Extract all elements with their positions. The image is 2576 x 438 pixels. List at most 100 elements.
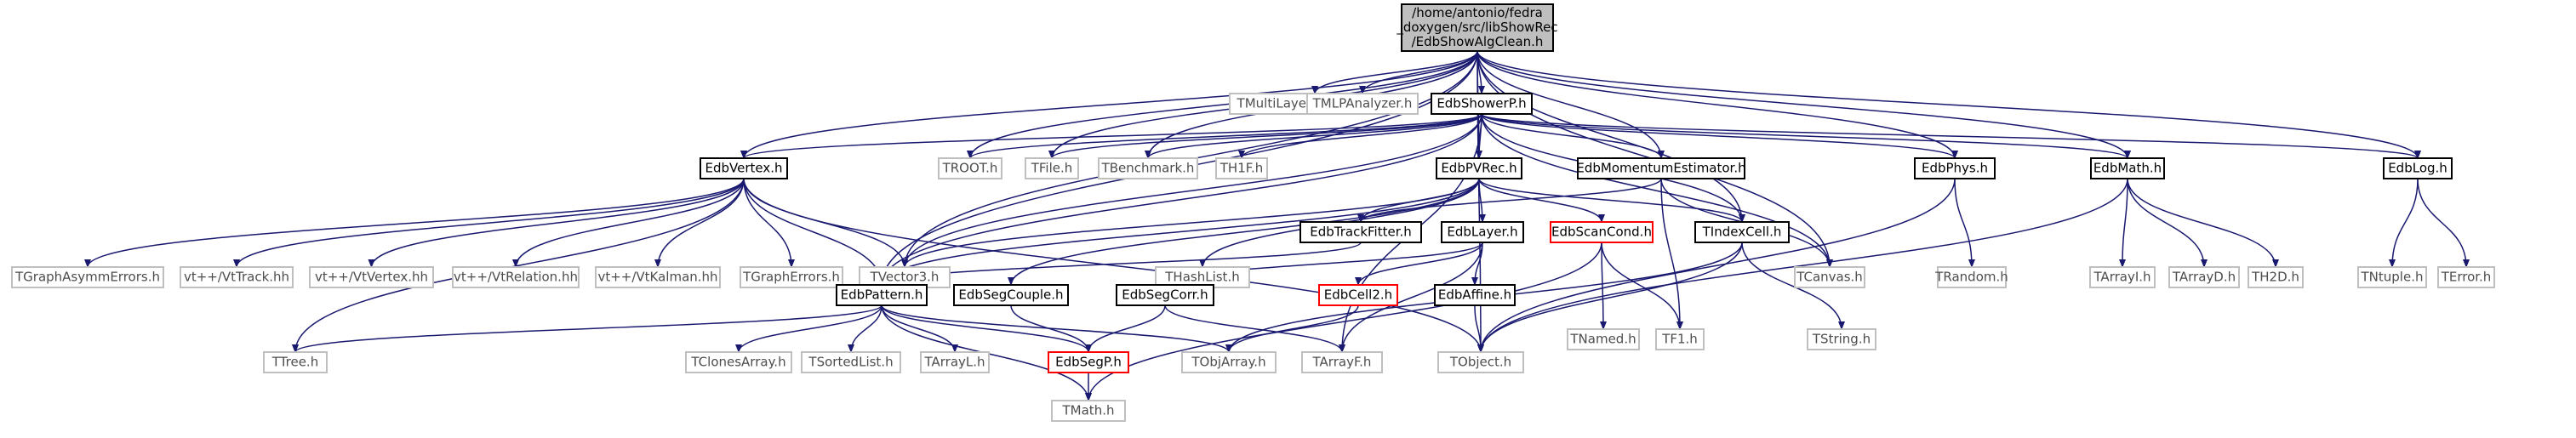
node-box [2248, 266, 2304, 288]
edge-edbpattern-to-edbsegp [881, 304, 1092, 353]
node-label: TArrayF.h [1312, 355, 1372, 370]
node-label: TH1F.h [1219, 161, 1263, 176]
edge-edbpattern-to-tobjarray [881, 304, 1232, 353]
node-label: THashList.h [1164, 270, 1239, 285]
edge-edbpvrec-to-edblayer [1478, 178, 1486, 223]
node-edbpvrec[interactable]: EdbPVRec.h [1436, 157, 1522, 179]
edge-edbvertex-to-vtrelation [512, 178, 745, 268]
node-edbtrackfitter[interactable]: EdbTrackFitter.h [1299, 221, 1422, 243]
node-label: TClonesArray.h [690, 355, 785, 370]
node-tcanvas: TCanvas.h [1794, 266, 1865, 288]
node-box [1051, 400, 1126, 422]
node-box [938, 157, 1002, 179]
edge-edbpvrec-to-edbpattern [878, 178, 1480, 286]
node-label: EdbCell2.h [1324, 287, 1392, 303]
node-label: vt++/VtTrack.hh [184, 270, 289, 285]
edge-edbvertex-to-vtvertex [368, 178, 745, 268]
node-edbcell2[interactable]: EdbCell2.h [1318, 284, 1398, 306]
node-edblog[interactable]: EdbLog.h [2383, 157, 2453, 179]
node-label: EdbPhys.h [1922, 161, 1988, 176]
edge-edblog-to-tntuple [2389, 178, 2419, 268]
node-edbmath[interactable]: EdbMath.h [2090, 157, 2165, 179]
node-box [953, 284, 1069, 306]
node-tntuple: TNtuple.h [2357, 266, 2427, 288]
node-tobjarray: TObjArray.h [1181, 351, 1277, 373]
node-tnamed: TNamed.h [1567, 328, 1640, 350]
node-box [452, 266, 580, 288]
node-edbmomentum[interactable]: EdbMomentumEstimator.h [1576, 157, 1746, 179]
node-edbpattern[interactable]: EdbPattern.h [836, 284, 928, 306]
node-root[interactable]: /home/antonio/fedra_doxygen/src/libShowR… [1396, 3, 1558, 52]
node-edbsegcouple[interactable]: EdbSegCouple.h [953, 284, 1069, 306]
node-box [263, 351, 328, 373]
node-box [1181, 351, 1277, 373]
edge-edbmath-to-tarrayd [2127, 178, 2208, 268]
node-th1f: TH1F.h [1215, 157, 1268, 179]
edge-root-to-multilayer [1311, 50, 1478, 94]
edge-edbscancond-to-tmath [1085, 242, 1602, 401]
edge-root-to-troot [967, 50, 1478, 159]
node-edblayer[interactable]: EdbLayer.h [1441, 221, 1524, 243]
node-label: TObjArray.h [1191, 355, 1265, 370]
node-box [309, 266, 434, 288]
node-mlpanalyzer: TMLPAnalyzer.h [1306, 93, 1419, 115]
edge-edbvertex-to-tobject [743, 178, 1484, 353]
node-box [2168, 266, 2240, 288]
node-tobject: TObject.h [1437, 351, 1524, 373]
node-box [1401, 3, 1554, 52]
node-trandom: TRandom.h [1934, 266, 2008, 288]
node-label: TFile.h [1031, 161, 1073, 176]
edge-tindexcell-to-tstring [1741, 242, 1845, 330]
node-edbscancond[interactable]: EdbScanCond.h [1550, 221, 1654, 243]
edge-edbvertex-to-ttree [292, 178, 745, 353]
edge-edbphys-to-trandom [1954, 178, 1975, 268]
node-label: TString.h [1812, 332, 1871, 347]
node-label: TNtuple.h [2361, 270, 2424, 285]
node-edbsegcorr[interactable]: EdbSegCorr.h [1116, 284, 1214, 306]
node-tbenchmark: TBenchmark.h [1098, 157, 1198, 179]
edge-edbvertex-to-vttrack [233, 178, 745, 268]
node-tarrayf: TArrayF.h [1301, 351, 1383, 373]
edge-edbvertex-to-tgrapherrors [743, 178, 795, 268]
node-label: EdbVertex.h [705, 161, 782, 176]
edge-edbtrackfitter-to-edbpattern [878, 242, 1362, 286]
node-label: vt++/VtRelation.hh [454, 270, 578, 285]
node-vtrelation: vt++/VtRelation.hh [452, 266, 580, 288]
node-label: vt++/VtKalman.hh [597, 270, 717, 285]
edge-root-to-edbmath [1476, 50, 2131, 159]
node-terror: TError.h [2437, 266, 2495, 288]
node-label: EdbSegP.h [1055, 355, 1122, 370]
edge-edbvertex-to-vtkalman [654, 178, 745, 268]
node-box [11, 266, 164, 288]
edge-edbpattern-to-tclonesarray [735, 304, 882, 353]
node-edbshowerp[interactable]: EdbShowerP.h [1431, 93, 1533, 115]
node-label: EdbScanCond.h [1551, 225, 1652, 240]
node-edbsegp[interactable]: EdbSegP.h [1048, 351, 1129, 373]
edge-root-to-edblog [1476, 50, 2421, 159]
node-tindexcell[interactable]: TIndexCell.h [1694, 221, 1790, 243]
edge-edbshowerp-to-edbphys [1481, 113, 1958, 159]
node-edbaffine[interactable]: EdbAffine.h [1434, 284, 1516, 306]
node-box [1655, 328, 1705, 350]
node-box [1299, 221, 1422, 243]
node-label: EdbLog.h [2388, 161, 2447, 176]
node-edbphys[interactable]: EdbPhys.h [1914, 157, 1996, 179]
edge-edbshowerp-to-tfile [1048, 113, 1482, 159]
node-label: TIndexCell.h [1702, 225, 1782, 240]
node-label: EdbShowerP.h [1437, 96, 1526, 111]
node-box [1434, 284, 1516, 306]
edge-edbpvrec-to-edbsegcouple [1008, 178, 1480, 286]
node-tmath: TMath.h [1051, 400, 1126, 422]
edge-edbscancond-to-tnamed [1599, 242, 1607, 330]
node-label: TF1.h [1661, 332, 1698, 347]
node-tarrayi: TArrayI.h [2089, 266, 2156, 288]
node-box [1794, 266, 1865, 288]
node-label: TCanvas.h [1796, 270, 1863, 285]
node-vtvertex: vt++/VtVertex.hh [309, 266, 434, 288]
node-edbvertex[interactable]: EdbVertex.h [700, 157, 788, 179]
nodes-layer: /home/antonio/fedra_doxygen/src/libShowR… [11, 3, 2495, 422]
edge-root-to-tindexcell [1476, 50, 1745, 223]
edge-edbshowerp-to-edbmomentum [1481, 113, 1665, 159]
edge-edbshowerp-to-edblog [1481, 113, 2421, 159]
node-box [1694, 221, 1790, 243]
